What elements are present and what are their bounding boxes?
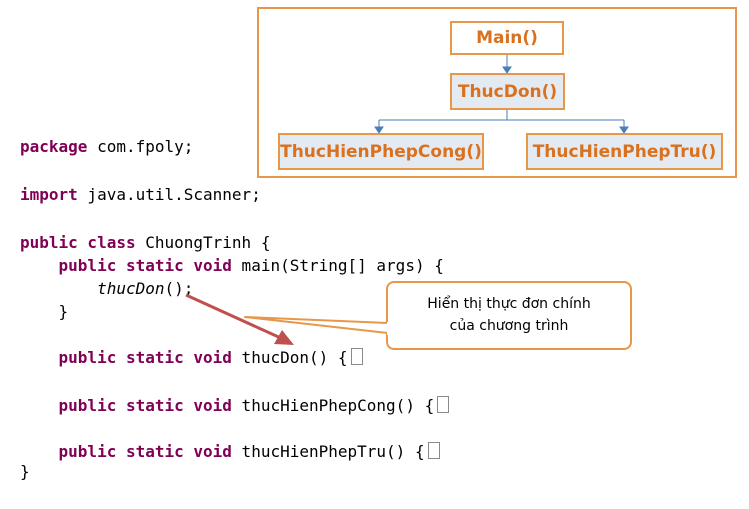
keyword-menu: public static void xyxy=(20,348,232,367)
keyword-add: public static void xyxy=(20,396,232,415)
call-menu: thucDon xyxy=(20,279,165,298)
arrowhead-add xyxy=(374,126,384,134)
sub-signature: thucHienPhepTru() { xyxy=(231,442,425,461)
node-sub: ThucHienPhepTru() xyxy=(526,133,723,170)
keyword-import: import xyxy=(20,185,78,204)
main-signature: main(String[] args) { xyxy=(231,256,444,275)
class-name: ChuongTrinh { xyxy=(135,233,271,252)
package-name: com.fpoly; xyxy=(87,137,194,156)
code-line-call: thucDon(); xyxy=(20,279,193,299)
call-arrow xyxy=(185,293,284,341)
arrowhead-menu xyxy=(502,66,512,74)
call-tail: (); xyxy=(164,279,194,298)
import-name: java.util.Scanner; xyxy=(77,185,261,204)
fold-icon[interactable] xyxy=(350,348,363,365)
keyword-sub: public static void xyxy=(20,442,232,461)
node-main: Main() xyxy=(450,21,564,55)
keyword-main: public static void xyxy=(20,256,232,275)
code-line-package: package com.fpoly; xyxy=(20,137,193,157)
call-arrowhead xyxy=(274,330,294,345)
callout-line-1: Hiển thị thực đơn chính xyxy=(427,296,591,312)
keyword-package: package xyxy=(20,137,88,156)
fold-icon[interactable] xyxy=(427,442,440,459)
add-signature: thucHienPhepCong() { xyxy=(231,396,435,415)
call-hierarchy-frame xyxy=(257,7,737,178)
code-line-add: public static void thucHienPhepCong() { xyxy=(20,396,450,416)
code-line-main: public static void main(String[] args) { xyxy=(20,256,444,276)
callout-note: Hiển thị thực đơn chính của chương trình xyxy=(386,281,632,350)
code-line-class: public class ChuongTrinh { xyxy=(20,233,270,253)
node-add: ThucHienPhepCong() xyxy=(278,133,484,170)
code-line-close-main: } xyxy=(20,302,69,321)
node-menu: ThucDon() xyxy=(450,73,565,110)
callout-line-2: của chương trình xyxy=(449,318,569,334)
code-line-close-class: } xyxy=(20,462,30,481)
menu-signature: thucDon() { xyxy=(231,348,348,367)
fold-icon[interactable] xyxy=(437,396,450,413)
callout-pointer-mask xyxy=(387,322,392,335)
code-line-import: import java.util.Scanner; xyxy=(20,185,261,205)
code-line-sub: public static void thucHienPhepTru() { xyxy=(20,442,440,462)
arrowhead-sub xyxy=(619,126,629,134)
code-line-menu: public static void thucDon() { xyxy=(20,348,363,368)
keyword-class: public class xyxy=(20,233,136,252)
